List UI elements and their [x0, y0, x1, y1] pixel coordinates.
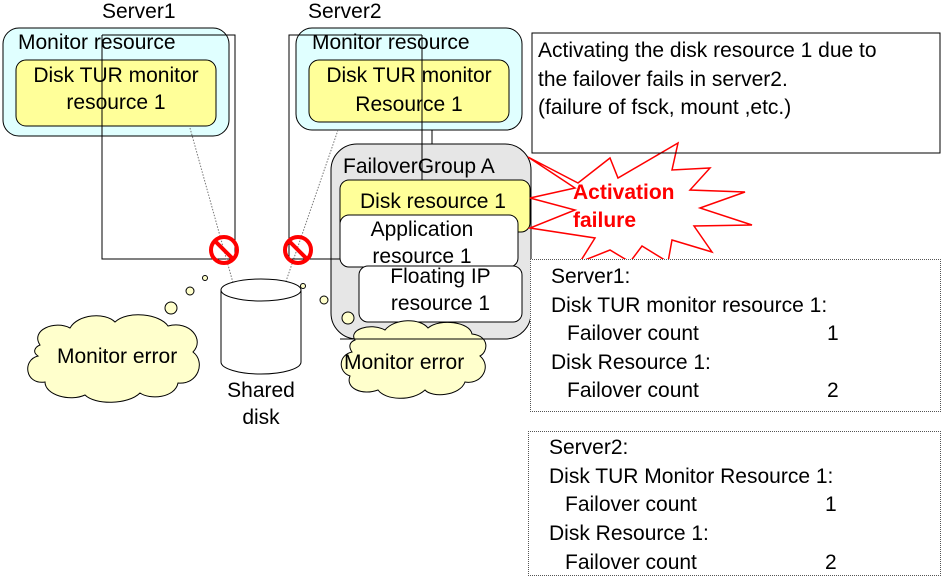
- panel1-disk-count-label: Failover count: [567, 379, 699, 402]
- note-line2: the failover fails in server2.: [538, 68, 788, 91]
- panel2-title: Server2:: [549, 436, 629, 459]
- note-line1: Activating the disk resource 1 due to: [538, 39, 877, 62]
- prohibited-icon-server2: [283, 235, 313, 265]
- panel2-monitor-count-value: 1: [825, 493, 837, 516]
- server1-monitor-item-line2[interactable]: resource 1: [66, 91, 166, 114]
- monitor-error-cloud-left: [27, 314, 200, 403]
- application-resource-line1[interactable]: Application: [370, 218, 474, 241]
- activation-failure-line1: Activation: [573, 181, 675, 204]
- panel2-monitor-count-label: Failover count: [565, 493, 697, 516]
- server2-label: Server2: [308, 0, 382, 23]
- monitor-error-right-text: Monitor error: [344, 351, 465, 374]
- floating-ip-resource-box: [358, 265, 523, 323]
- floating-ip-resource-line2[interactable]: resource 1: [390, 292, 491, 315]
- panel2-disk-count-label: Failover count: [565, 551, 697, 574]
- panel1-title: Server1:: [551, 265, 631, 288]
- server2-monitor-group-label: Monitor resource: [312, 31, 470, 54]
- server1-disk-link: [189, 127, 236, 291]
- status-panel-server2: Server2: Disk TUR Monitor Resource 1: Fa…: [528, 431, 941, 576]
- server1-monitor-group-label: Monitor resource: [18, 31, 176, 54]
- note-line3: (failure of fsck, mount ,etc.): [538, 96, 792, 119]
- panel2-disk-label: Disk Resource 1:: [549, 522, 709, 545]
- panel2-disk-count-value: 2: [825, 551, 837, 574]
- floating-ip-resource-line1[interactable]: Floating IP: [390, 265, 491, 288]
- disk-resource-label[interactable]: Disk resource 1: [360, 190, 506, 213]
- panel1-disk-count-value: 2: [827, 379, 839, 402]
- status-panel-server1: Server1: Disk TUR monitor resource 1: Fa…: [530, 259, 941, 412]
- failover-group-label: FailoverGroup A: [343, 155, 495, 178]
- note-box: [531, 32, 941, 154]
- monitor-error-cloud-right: [340, 320, 487, 399]
- panel1-monitor-label: Disk TUR monitor resource 1:: [551, 294, 828, 317]
- shared-disk-label-line1: Shared: [227, 379, 295, 402]
- shared-disk-label-line2: disk: [242, 406, 280, 429]
- server1-monitor-item-box: [15, 59, 217, 127]
- shared-disk-icon: [220, 278, 302, 375]
- prohibited-icon-server1: [209, 235, 239, 265]
- activation-failure-burst: [527, 141, 753, 264]
- panel1-monitor-count-label: Failover count: [567, 322, 699, 345]
- panel1-monitor-count-value: 1: [827, 322, 839, 345]
- thought-bubbles-right: [300, 283, 355, 325]
- server2-disk-link: [282, 129, 339, 291]
- server1-monitor-item-line1[interactable]: Disk TUR monitor: [33, 64, 199, 87]
- panel2-monitor-label: Disk TUR Monitor Resource 1:: [549, 465, 834, 488]
- activation-failure-line2: failure: [573, 209, 637, 232]
- server2-monitor-item-box: [308, 59, 510, 123]
- panel1-disk-label: Disk Resource 1:: [551, 351, 711, 374]
- server2-monitor-item-line2[interactable]: Resource 1: [355, 93, 463, 116]
- server2-monitor-item-line1[interactable]: Disk TUR monitor: [326, 64, 492, 87]
- monitor-error-left-text: Monitor error: [57, 345, 178, 368]
- thought-bubbles-left: [164, 275, 208, 315]
- server1-label: Server1: [102, 0, 176, 23]
- application-resource-line2[interactable]: resource 1: [372, 245, 472, 268]
